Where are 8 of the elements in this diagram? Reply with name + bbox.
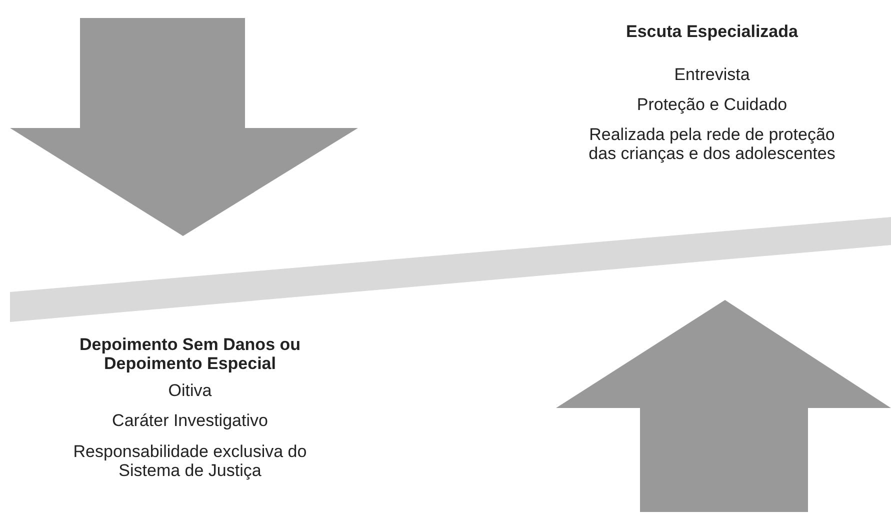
text-line: Proteção e Cuidado [636,95,788,114]
heading: Escuta Especializada [625,22,799,41]
text-line: Entrevista [673,65,751,84]
text-line: Oitiva [167,381,213,400]
text-line: Caráter Investigativo [111,411,269,430]
paragraph: Responsabilidade exclusiva do Sistema de Justiça [72,442,308,480]
heading: Depoimento Sem Danos ou Depoimento Especial [78,335,302,373]
paragraph: Realizada pela rede de proteção das crianças e dos adolescentes [588,125,836,163]
